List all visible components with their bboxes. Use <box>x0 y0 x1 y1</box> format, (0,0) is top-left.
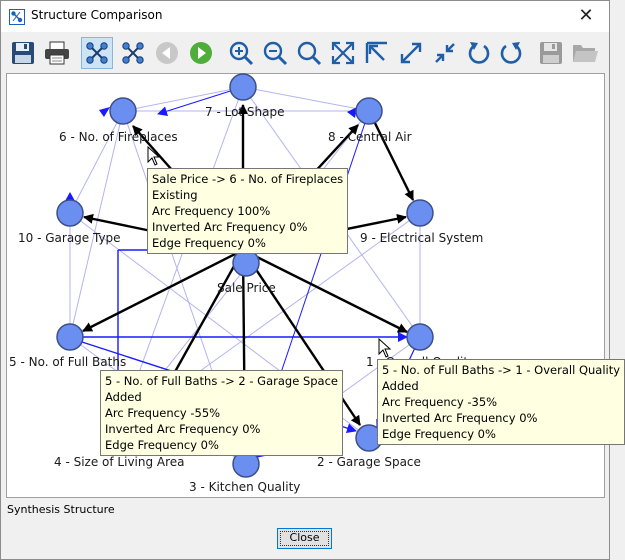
tooltip-baths-to-overall-quality: 5 - No. of Full Baths -> 1 - Overall Qua… <box>377 359 625 445</box>
enlarge-icon <box>400 42 422 64</box>
edge-added-head <box>65 192 75 201</box>
shrink-icon <box>435 43 455 63</box>
strong-edges <box>82 104 415 451</box>
save-icon <box>12 42 34 64</box>
open-folder-button[interactable] <box>569 37 601 69</box>
zoom-out-button[interactable] <box>259 37 291 69</box>
node-lot-shape[interactable] <box>229 73 257 101</box>
edge-weak <box>69 110 124 338</box>
toolbar <box>5 37 605 71</box>
tooltip-line: 5 - No. of Full Baths -> 2 - Garage Spac… <box>105 374 338 388</box>
node-central-air[interactable] <box>355 97 383 125</box>
app-icon <box>9 9 25 25</box>
top-left-button[interactable] <box>361 37 393 69</box>
expand-icon <box>331 41 355 65</box>
tooltip-line: 5 - No. of Full Baths -> 1 - Overall Qua… <box>382 363 621 377</box>
tooltip-line: Arc Frequency 100% <box>152 204 271 218</box>
play-button[interactable] <box>185 37 217 69</box>
tooltip-line: Added <box>382 379 419 393</box>
node-garage-type[interactable] <box>56 199 84 227</box>
structure-label: Synthesis Structure <box>7 503 115 516</box>
shrink-button[interactable] <box>429 37 461 69</box>
zoom-fit-icon <box>297 41 322 66</box>
mouse-cursor-icon <box>147 145 161 166</box>
edge-strong <box>367 110 415 201</box>
node-label-fireplaces: 6 - No. of Fireplaces <box>59 130 178 144</box>
pick-mode-button[interactable] <box>81 37 113 69</box>
save-layout-icon <box>540 42 562 64</box>
node-label-central-air: 8 - Central Air <box>328 130 412 144</box>
edge-strong <box>242 248 408 334</box>
print-icon <box>45 41 69 65</box>
tooltip-line: Edge Frequency 0% <box>382 427 496 441</box>
play-icon <box>190 42 212 64</box>
node-label-kitchen-quality: 3 - Kitchen Quality <box>189 480 301 494</box>
zoom-in-icon <box>229 41 254 66</box>
node-full-baths[interactable] <box>56 323 84 351</box>
save-layout-button[interactable] <box>535 37 567 69</box>
enlarge-button[interactable] <box>395 37 427 69</box>
expand-button[interactable] <box>327 37 359 69</box>
edge-weak <box>242 86 370 112</box>
node-label-lot-shape: 7 - Lot Shape <box>205 105 285 119</box>
edge-added-head <box>347 107 357 118</box>
open-folder-icon <box>573 45 598 62</box>
node-label-full-baths: 5 - No. of Full Baths <box>9 355 127 369</box>
transform-mode-button[interactable] <box>117 37 149 69</box>
zoom-fit-button[interactable] <box>293 37 325 69</box>
tooltip-line: Arc Frequency -55% <box>105 406 221 420</box>
rotate-left-icon <box>468 42 490 64</box>
tooltip-line: Edge Frequency 0% <box>152 236 266 250</box>
node-label-garage-type: 10 - Garage Type <box>18 231 121 245</box>
node-overall-quality[interactable] <box>406 323 434 351</box>
tooltip-line: Arc Frequency -35% <box>382 395 498 409</box>
print-button[interactable] <box>41 37 73 69</box>
node-label-garage-space: 2 - Garage Space <box>317 455 421 469</box>
arrow-top-left-icon <box>365 41 387 63</box>
edge-weak <box>69 110 124 214</box>
tooltip-line: Inverted Arc Frequency 0% <box>105 422 261 436</box>
mouse-cursor-icon <box>378 337 392 358</box>
pick-mode-icon <box>86 42 108 64</box>
edge-added <box>157 86 244 117</box>
tooltip-line: Sale Price -> 6 - No. of Fireplaces <box>152 172 344 186</box>
zoom-out-icon <box>263 41 288 66</box>
edge-added-head <box>99 107 110 117</box>
node-label-electrical-system: 9 - Electrical System <box>360 231 484 245</box>
tooltip-line: Existing <box>152 188 198 202</box>
rotate-right-icon <box>500 42 522 64</box>
window-title: Structure Comparison <box>31 8 163 22</box>
tooltip-line: Added <box>105 390 142 404</box>
tooltip-sale-to-fireplaces: Sale Price -> 6 - No. of Fireplaces Exis… <box>147 168 349 254</box>
save-button[interactable] <box>7 37 39 69</box>
tooltip-line: Edge Frequency 0% <box>105 438 219 452</box>
node-label-sale-price: Sale Price <box>217 281 276 295</box>
edge-strong <box>82 248 244 333</box>
back-button[interactable] <box>151 37 183 69</box>
back-icon <box>156 42 178 64</box>
node-label-living-area: 4 - Size of Living Area <box>54 455 185 469</box>
zoom-in-button[interactable] <box>225 37 257 69</box>
node-fireplaces[interactable] <box>109 97 137 125</box>
transform-mode-icon <box>122 42 144 64</box>
tooltip-baths-to-garage-space: 5 - No. of Full Baths -> 2 - Garage Spac… <box>100 370 343 456</box>
tooltip-line: Inverted Arc Frequency 0% <box>382 411 538 425</box>
rotate-right-button[interactable] <box>495 37 527 69</box>
rotate-left-button[interactable] <box>463 37 495 69</box>
close-button[interactable]: Close <box>277 528 332 549</box>
title-bar: Structure Comparison ✕ <box>1 1 609 32</box>
edge-weak <box>122 86 244 112</box>
tooltip-line: Inverted Arc Frequency 0% <box>152 220 308 234</box>
graph-canvas[interactable]: 7 - Lot Shape 6 - No. of Fireplaces 8 - … <box>6 73 625 498</box>
window-close-icon[interactable]: ✕ <box>578 5 594 26</box>
node-electrical-system[interactable] <box>406 199 434 227</box>
